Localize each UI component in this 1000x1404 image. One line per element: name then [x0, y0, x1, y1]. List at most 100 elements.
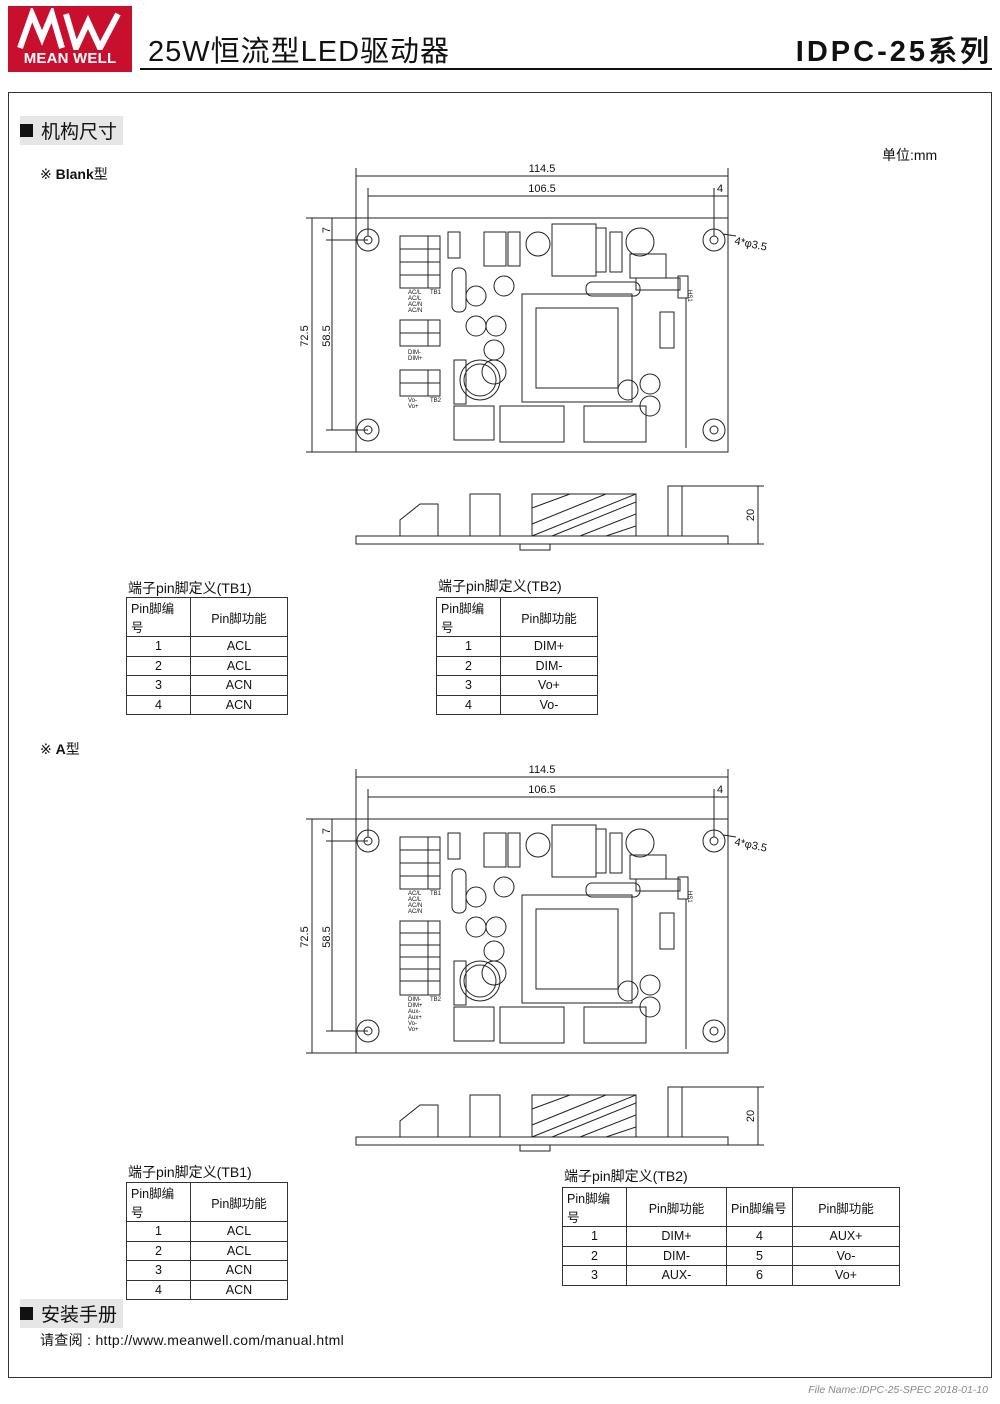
tb1-caption-blank: 端子pin脚定义(TB1) [128, 580, 252, 596]
silk-text: AC/L [408, 290, 422, 296]
square-bullet-icon [20, 1307, 33, 1320]
col-header: Pin脚功能 [792, 1187, 900, 1227]
col-header: Pin脚编号 [126, 1182, 191, 1222]
silk-text: TB1 [430, 290, 442, 296]
dim-total-height: 72.5 [299, 926, 311, 947]
silk-text: Vo+ [408, 1027, 419, 1033]
silk-text: Vo- [408, 1021, 417, 1027]
silk-text: Aux+ [408, 1015, 422, 1021]
header-rule [140, 68, 992, 70]
manual-link[interactable]: 请查阅 : http://www.meanwell.com/manual.htm… [40, 1332, 345, 1348]
variant-code: Blank [55, 166, 94, 182]
silk-text: HS1 [686, 290, 692, 302]
section-title: 机构尺寸 [41, 122, 118, 143]
dim-hole: 4*φ3.5 [733, 836, 768, 855]
variant-suffix: 型 [93, 166, 108, 182]
silk-text: TB2 [430, 997, 442, 1003]
col-header: Pin脚编号 [562, 1187, 627, 1227]
content-frame [8, 92, 992, 1378]
reference-mark: ※ [40, 166, 52, 182]
col-header: Pin脚功能 [500, 597, 598, 637]
silk-text: Vo+ [408, 404, 419, 410]
variant-label-blank: ※ Blank型 [40, 164, 108, 184]
silk-text: DIM- [408, 350, 421, 356]
reference-mark: ※ [40, 741, 52, 757]
dim-hole: 4*φ3.5 [733, 235, 768, 254]
terminal-block-tb2 [399, 920, 441, 996]
transformer [521, 894, 633, 1004]
dim-top-offset: 7 [321, 828, 333, 834]
pcb-outline [355, 818, 729, 1054]
dim-edge: 4 [717, 784, 723, 796]
silk-text: AC/L [408, 897, 422, 903]
dim-inner-width: 106.5 [528, 784, 556, 796]
silk-text: AC/N [408, 308, 422, 314]
dim-inner-width: 106.5 [528, 183, 556, 195]
side-view [355, 485, 764, 551]
silk-text: DIM+ [408, 1003, 423, 1009]
dim-total-width: 114.5 [529, 163, 556, 175]
tb2-caption-a: 端子pin脚定义(TB2) [564, 1168, 688, 1184]
variant-label-a: ※ A型 [40, 739, 80, 759]
dim-inner-height: 58.5 [321, 325, 333, 346]
silk-text: HS1 [686, 891, 692, 903]
col-header: Pin脚功能 [190, 1182, 288, 1222]
blank-drawing: 114.5 106.5 4 72.5 58.5 7 4*φ3.5 20 AC/L… [299, 163, 768, 551]
silk-text: Vo- [408, 398, 417, 404]
logo-text: MEAN WELL [10, 50, 130, 67]
silk-text: TB2 [430, 398, 442, 404]
dim-height: 20 [745, 1110, 757, 1122]
col-header: Pin脚编号 [436, 597, 501, 637]
electrolytic-capacitor [459, 359, 501, 401]
silk-text: DIM+ [408, 356, 423, 362]
tb2-caption-blank: 端子pin脚定义(TB2) [438, 578, 562, 594]
section-title: 安装手册 [41, 1305, 118, 1326]
section-heading-mechanical: 机构尺寸 [20, 116, 124, 145]
a-type-drawing: 114.5 106.5 4 72.5 58.5 7 4*φ3.5 20 AC/L… [299, 764, 768, 1152]
dim-total-width: 114.5 [529, 764, 556, 776]
silk-text: AC/N [408, 903, 422, 909]
pcb-outline [355, 217, 729, 453]
unit-label: 单位:mm [882, 147, 938, 163]
dim-top-offset: 7 [321, 227, 333, 233]
square-bullet-icon [20, 124, 33, 137]
file-name-footer: File Name:IDPC-25-SPEC 2018-01-10 [808, 1384, 988, 1396]
col-header: Pin脚编号 [726, 1187, 793, 1227]
transformer [521, 293, 633, 403]
col-header: Pin脚编号 [126, 597, 191, 637]
mean-well-logo: MEAN WELL [8, 6, 132, 72]
dim-height: 20 [745, 509, 757, 521]
dim-inner-height: 58.5 [321, 926, 333, 947]
silk-text: Aux- [408, 1009, 420, 1015]
tb1-caption-a: 端子pin脚定义(TB1) [128, 1164, 252, 1180]
silk-text: AC/N [408, 909, 422, 915]
silk-text: AC/L [408, 891, 422, 897]
series-name: IDPC-25系列 [795, 36, 992, 68]
silk-text: DIM- [408, 997, 421, 1003]
col-header: Pin脚功能 [190, 597, 288, 637]
dim-edge: 4 [717, 183, 723, 195]
variant-code: A [55, 741, 66, 757]
page-title: 25W恒流型LED驱动器 [148, 36, 451, 68]
side-view [355, 1086, 764, 1152]
variant-suffix: 型 [65, 741, 80, 757]
mw-logo-icon [17, 8, 121, 54]
col-header: Pin脚功能 [626, 1187, 727, 1227]
